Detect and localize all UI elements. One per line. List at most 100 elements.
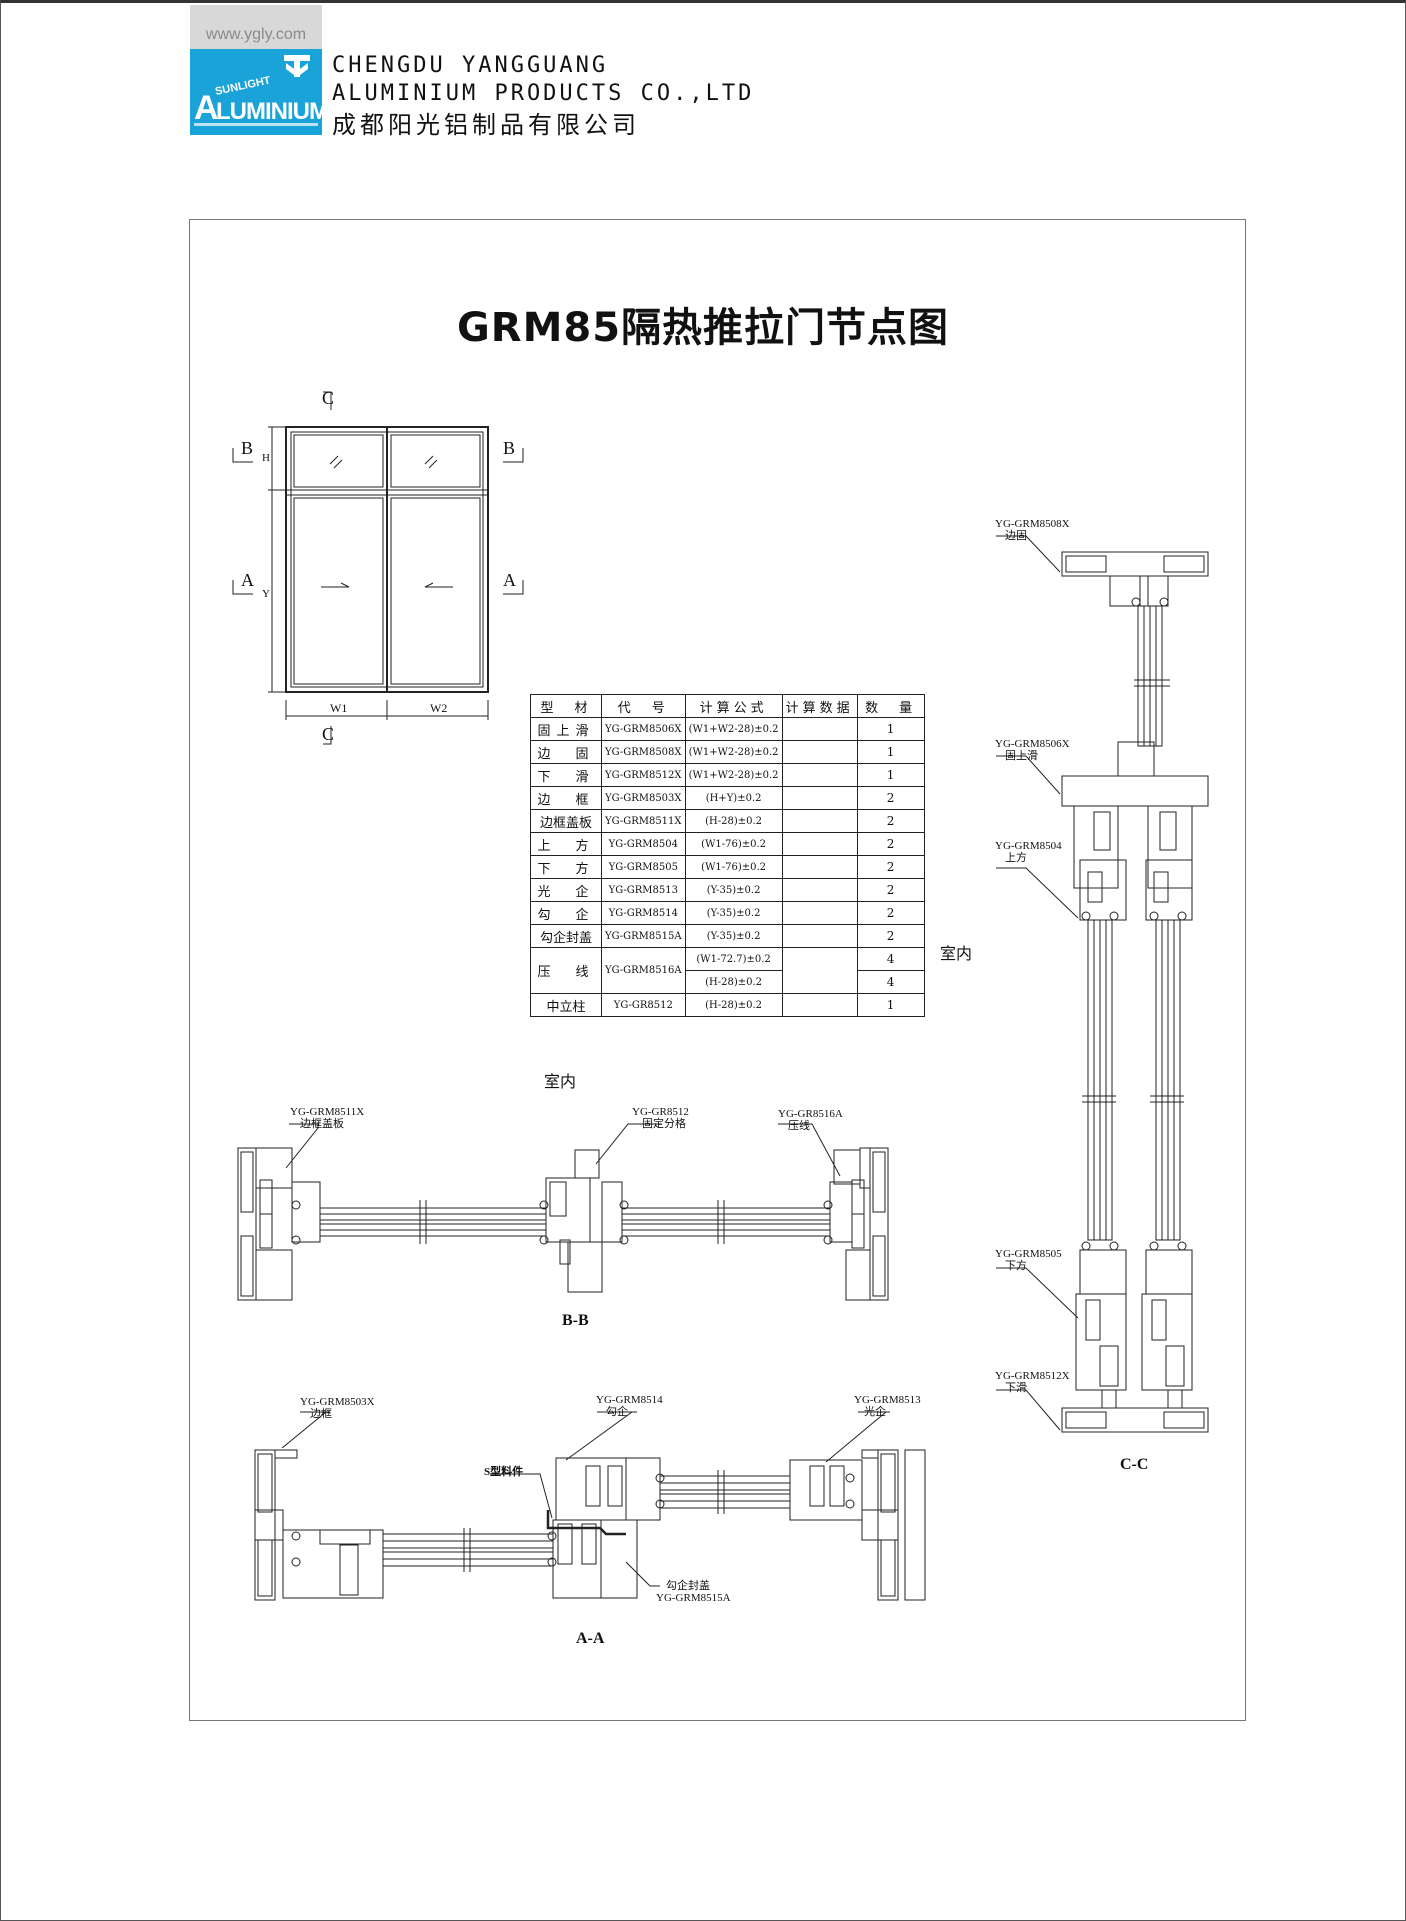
company-name-cn: 成都阳光铝制品有限公司	[332, 111, 640, 139]
cc-label-code: YG-GRM8508X	[995, 518, 1070, 530]
profile-qty: 2	[856, 832, 925, 856]
profile-name: 上 方	[530, 832, 602, 856]
profile-name: 中立柱	[530, 993, 602, 1017]
sunlight-logo: SUNLIGHT A LUMINIUM	[190, 49, 329, 135]
cc-label-code: YG-GRM8505	[995, 1248, 1062, 1260]
profile-formula: (W1-76)±0.2	[684, 855, 783, 879]
table-row: 边 框 YG-GRM8503X (H+Y)±0.2 2	[530, 786, 925, 810]
elevation-section-a-right: A	[503, 570, 516, 590]
cc-label-code: YG-GRM8512X	[995, 1370, 1070, 1382]
cc-label-bottom-rail: YG-GRM8505 下方	[995, 1248, 1062, 1272]
profile-data	[781, 947, 858, 994]
profile-qty: 1	[856, 763, 925, 787]
profile-code: YG-GRM8516A	[601, 947, 686, 994]
profile-formula: (H-28)±0.2	[684, 809, 783, 833]
profile-formula: (Y-35)±0.2	[684, 878, 783, 902]
bb-label-name: 压线	[788, 1120, 810, 1132]
profile-name: 光 企	[530, 878, 602, 902]
company-name-en-1: CHENGDU YANGGUANG	[332, 53, 609, 78]
elevation-section-a-left: A	[241, 570, 254, 590]
profile-name: 下 方	[530, 855, 602, 879]
aa-label-name: 勾企	[606, 1406, 628, 1418]
aa-label-hook-cover: 勾企封盖 YG-GRM8515A	[656, 1580, 731, 1604]
profile-code: YG-GRM8514	[601, 901, 686, 925]
profile-code: YG-GRM8508X	[601, 740, 686, 764]
profile-formula: (H-28)±0.2	[684, 970, 783, 994]
drawing-frame	[189, 219, 1246, 1721]
profile-code: YG-GR8512	[601, 993, 686, 1017]
aa-label-frame: YG-GRM8503X 边框	[300, 1396, 375, 1420]
section-aa	[254, 1411, 926, 1601]
section-cc	[996, 535, 1209, 1433]
profile-name: 固上滑	[530, 717, 602, 741]
profile-data	[781, 786, 858, 810]
bb-label-name: 固定分格	[642, 1118, 686, 1130]
website-url[interactable]: www.ygly.com	[190, 5, 322, 49]
company-name-en-2: ALUMINIUM PRODUCTS CO.,LTD	[332, 81, 755, 106]
bb-label-code: YG-GR8516A	[778, 1108, 843, 1120]
profile-qty: 1	[856, 717, 925, 741]
profile-data	[781, 993, 858, 1017]
dimension-y: Y	[262, 588, 270, 600]
profile-name: 边框盖板	[530, 809, 602, 833]
profile-code: YG-GRM8504	[601, 832, 686, 856]
cc-label-code: YG-GRM8504	[995, 840, 1062, 852]
profile-name: 勾 企	[530, 901, 602, 925]
profile-data	[781, 809, 858, 833]
bb-label-press-line: YG-GR8516A 压线	[778, 1108, 843, 1132]
table-header: 计算数据	[781, 694, 858, 718]
section-bb	[237, 1123, 889, 1301]
table-row: 勾企封盖 YG-GRM8515A (Y-35)±0.2 2	[530, 924, 925, 948]
table-row: 下 滑 YG-GRM8512X (W1+W2-28)±0.2 1	[530, 763, 925, 787]
table-row: 光 企 YG-GRM8513 (Y-35)±0.2 2	[530, 878, 925, 902]
bb-label-fixed-mullion: YG-GR8512 固定分格	[632, 1106, 689, 1130]
drawing-title: GRM85隔热推拉门节点图	[456, 305, 950, 351]
cc-label-name: 下方	[1005, 1260, 1027, 1272]
materials-table: 型 材 代 号 计算公式 计算数据 数 量 固上滑 YG-GRM8506X (W…	[530, 694, 925, 1017]
bb-caption: B-B	[562, 1312, 589, 1329]
profile-name: 压 线	[530, 947, 602, 994]
aa-label-name: 光企	[864, 1406, 886, 1418]
table-row: 中立柱 YG-GR8512 (H-28)±0.2 1	[530, 993, 925, 1017]
profile-qty: 2	[856, 924, 925, 948]
profile-data	[781, 763, 858, 787]
profile-code: YG-GRM8511X	[601, 809, 686, 833]
dimension-h: H	[262, 452, 270, 464]
bb-label-code: YG-GR8512	[632, 1106, 689, 1118]
company-header: www.ygly.com SUNLIGHT A LUMINIUM CHENGDU…	[190, 5, 890, 139]
aa-caption: A-A	[576, 1630, 605, 1647]
profile-qty: 1	[856, 993, 925, 1017]
profile-data	[781, 717, 858, 741]
profile-data	[781, 901, 858, 925]
elevation-section-b-right: B	[503, 438, 516, 458]
cc-label-name: 下滑	[1005, 1382, 1027, 1394]
table-row: 下 方 YG-GRM8505 (W1-76)±0.2 2	[530, 855, 925, 879]
cc-label-name: 上方	[1005, 852, 1027, 864]
profile-name: 边 框	[530, 786, 602, 810]
bb-label-name: 边框盖板	[300, 1118, 344, 1130]
cc-label-fixed-top-slide: YG-GRM8506X 固上滑	[995, 738, 1070, 762]
elevation-section-c-top: C	[322, 388, 335, 408]
dimension-w2: W2	[430, 701, 448, 715]
bb-label-frame-cover: YG-GRM8511X 边框盖板	[290, 1106, 364, 1130]
cc-label-name: 边固	[1005, 530, 1027, 542]
table-row: (H-28)±0.2 4	[531, 970, 925, 994]
cc-label-name: 固上滑	[1005, 750, 1038, 762]
profile-code: YG-GRM8506X	[601, 717, 686, 741]
profile-formula: (Y-35)±0.2	[684, 924, 783, 948]
profile-name: 边 固	[530, 740, 602, 764]
table-header-row: 型 材 代 号 计算公式 计算数据 数 量	[530, 694, 925, 718]
bb-label-code: YG-GRM8511X	[290, 1106, 365, 1118]
profile-qty: 2	[856, 786, 925, 810]
table-row: 上 方 YG-GRM8504 (W1-76)±0.2 2	[530, 832, 925, 856]
table-row: 勾 企 YG-GRM8514 (Y-35)±0.2 2	[530, 901, 925, 925]
profile-code: YG-GRM8512X	[601, 763, 686, 787]
profile-data	[781, 924, 858, 948]
door-elevation	[232, 391, 524, 745]
aa-label-code: YG-GRM8503X	[300, 1396, 375, 1408]
aa-label-hook-stile: YG-GRM8514 勾企	[596, 1394, 663, 1418]
profile-code: YG-GRM8515A	[601, 924, 686, 948]
cc-indoor-label: 室内	[940, 946, 973, 963]
profile-formula: (W1+W2-28)±0.2	[684, 717, 783, 741]
